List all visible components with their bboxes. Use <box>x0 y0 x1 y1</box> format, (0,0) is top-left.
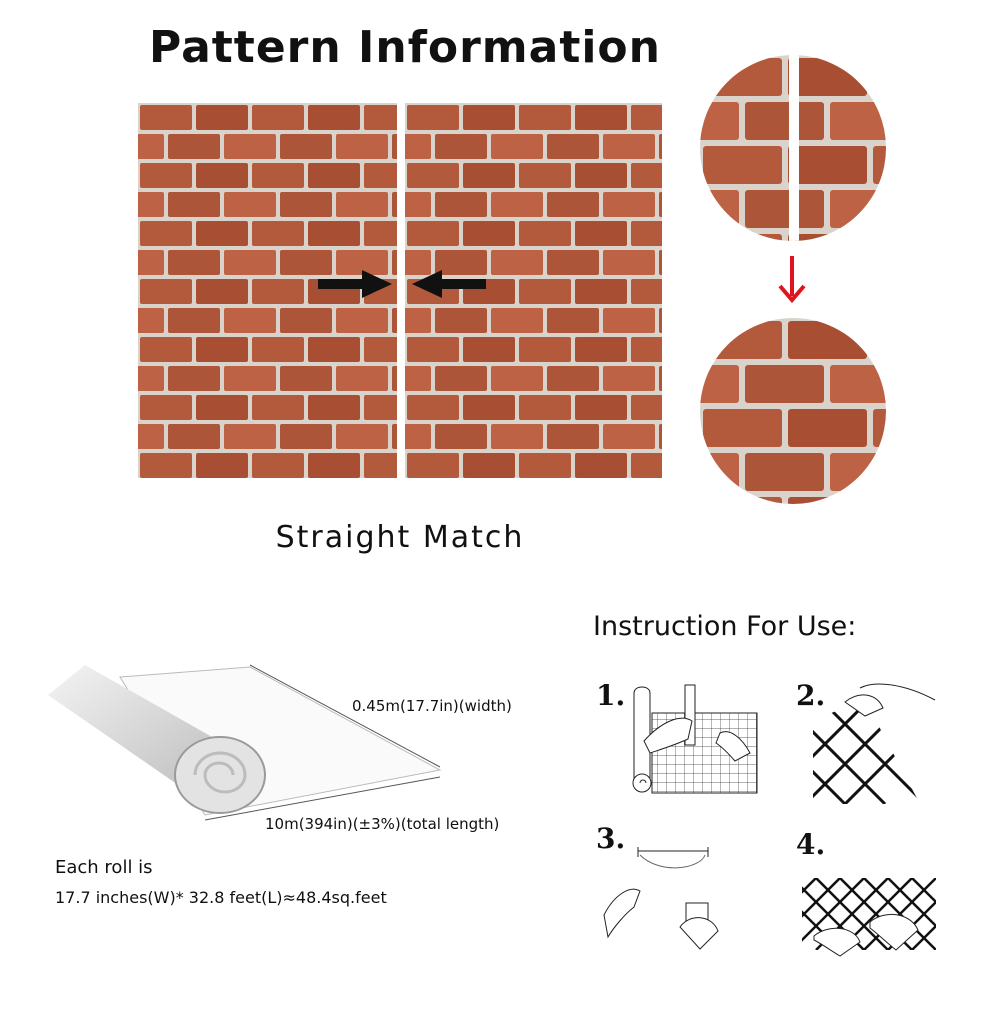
arrow-right-icon <box>318 270 392 298</box>
roll-spec-label: 17.7 inches(W)* 32.8 feet(L)≈48.4sq.feet <box>55 888 387 907</box>
instructions-title: Instruction For Use: <box>593 611 857 642</box>
step-1-number: 1. <box>596 679 626 712</box>
roll-width-label: 0.45m(17.7in)(width) <box>352 697 512 715</box>
step-2-number: 2. <box>796 679 826 712</box>
page-title: Pattern Information <box>149 22 661 73</box>
arrow-left-icon <box>412 270 486 298</box>
wallpaper-panel-right <box>405 103 662 478</box>
step-3-number: 3. <box>596 822 626 855</box>
wallpaper-panel-left <box>138 103 397 478</box>
seam-before-circle <box>700 55 886 241</box>
step-1-illustration <box>632 684 758 794</box>
roll-length-label: 10m(394in)(±3%)(total length) <box>265 815 500 833</box>
seam-after-circle <box>700 318 886 504</box>
step-4-number: 4. <box>796 828 826 861</box>
step-4-illustration <box>802 878 936 957</box>
match-type-label: Straight Match <box>275 520 525 555</box>
step-3-illustration <box>603 847 719 950</box>
wallpaper-roll-illustration <box>48 664 442 821</box>
each-roll-label: Each roll is <box>55 857 153 878</box>
step-2-illustration <box>813 683 936 804</box>
arrow-down-icon <box>778 256 806 304</box>
